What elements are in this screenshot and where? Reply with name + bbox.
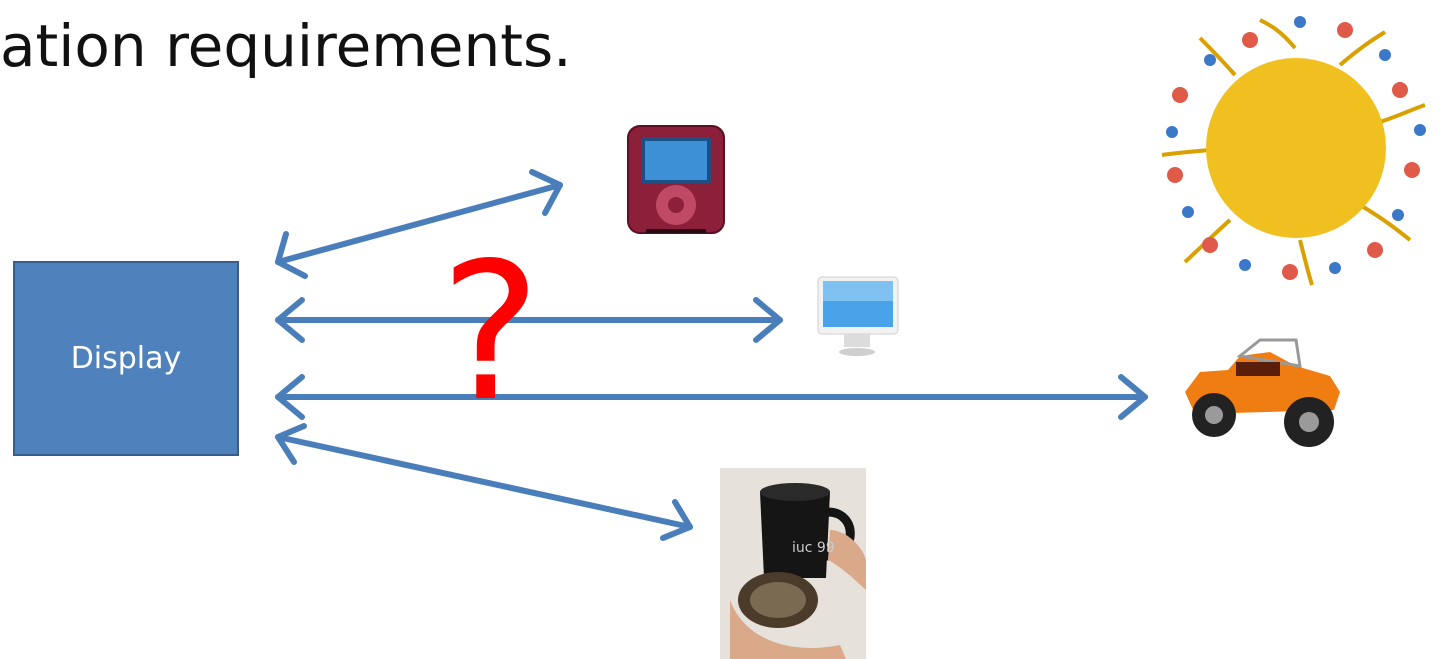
music-player-icon [627, 125, 725, 234]
sun-people-illustration [1160, 0, 1441, 290]
arrow-to-music-player [275, 169, 563, 279]
car-icon [1185, 338, 1340, 447]
arrow-to-desktop-computer [275, 297, 783, 343]
mug-icon: iuc 99 [720, 468, 866, 659]
arrow-to-mug [275, 423, 693, 541]
slide-title: ation requirements. [0, 12, 572, 80]
display-label: Display [70, 341, 182, 376]
question-mark: ? [440, 222, 541, 443]
svg-text:iuc 99: iuc 99 [792, 540, 835, 556]
desktop-computer-icon [817, 276, 899, 356]
display-box: Display [13, 261, 239, 456]
arrow-to-car [275, 374, 1148, 420]
